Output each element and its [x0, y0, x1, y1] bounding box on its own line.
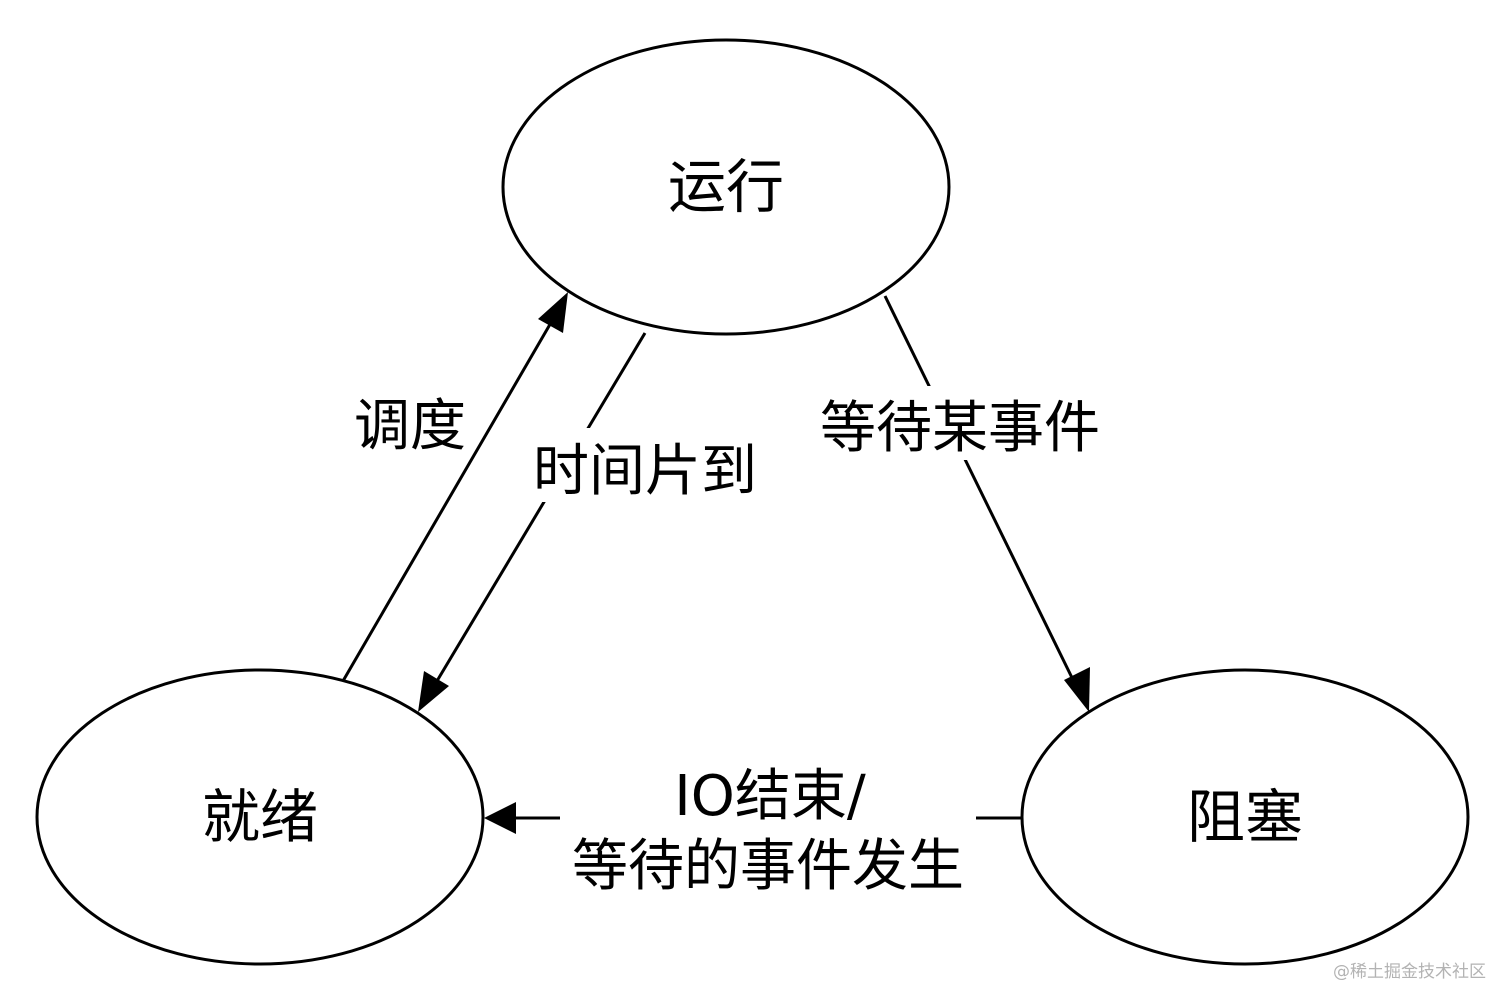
- edge-time-slice-label-bg: [522, 428, 768, 502]
- edge-time-slice-line: [429, 332, 647, 692]
- edge-io-done-label-line2: 等待的事件发生: [572, 834, 964, 899]
- edge-wait-event-label: 等待某事件: [820, 396, 1100, 461]
- node-ready-label: 就绪: [202, 783, 318, 851]
- edge-time-slice: [418, 332, 647, 712]
- node-running: 运行: [501, 38, 951, 336]
- edge-schedule-label: 调度: [354, 394, 466, 459]
- edge-schedule: [341, 292, 568, 682]
- node-ready-shape: [35, 668, 485, 966]
- edge-wait-event-arrowhead: [1064, 667, 1090, 712]
- edge-io-done-arrowhead: [484, 802, 516, 834]
- watermark: @稀土掘金技术社区: [1333, 962, 1486, 982]
- node-blocked: 阻塞: [1020, 668, 1470, 966]
- edge-wait-event-label-bg: [808, 386, 1110, 460]
- node-running-label: 运行: [668, 153, 784, 221]
- edge-wait-event: [883, 295, 1090, 712]
- edge-schedule-line: [341, 313, 558, 682]
- edge-io-done: [484, 802, 1022, 834]
- edge-time-slice-arrowhead: [418, 671, 449, 712]
- edge-io-done-label-line1: IO结束/: [674, 764, 866, 829]
- node-running-shape: [501, 38, 951, 336]
- edge-wait-event-line: [883, 295, 1080, 691]
- node-blocked-label: 阻塞: [1187, 783, 1303, 851]
- edge-schedule-arrowhead: [538, 292, 568, 333]
- node-ready: 就绪: [35, 668, 485, 966]
- edge-time-slice-label: 时间片到: [533, 439, 757, 504]
